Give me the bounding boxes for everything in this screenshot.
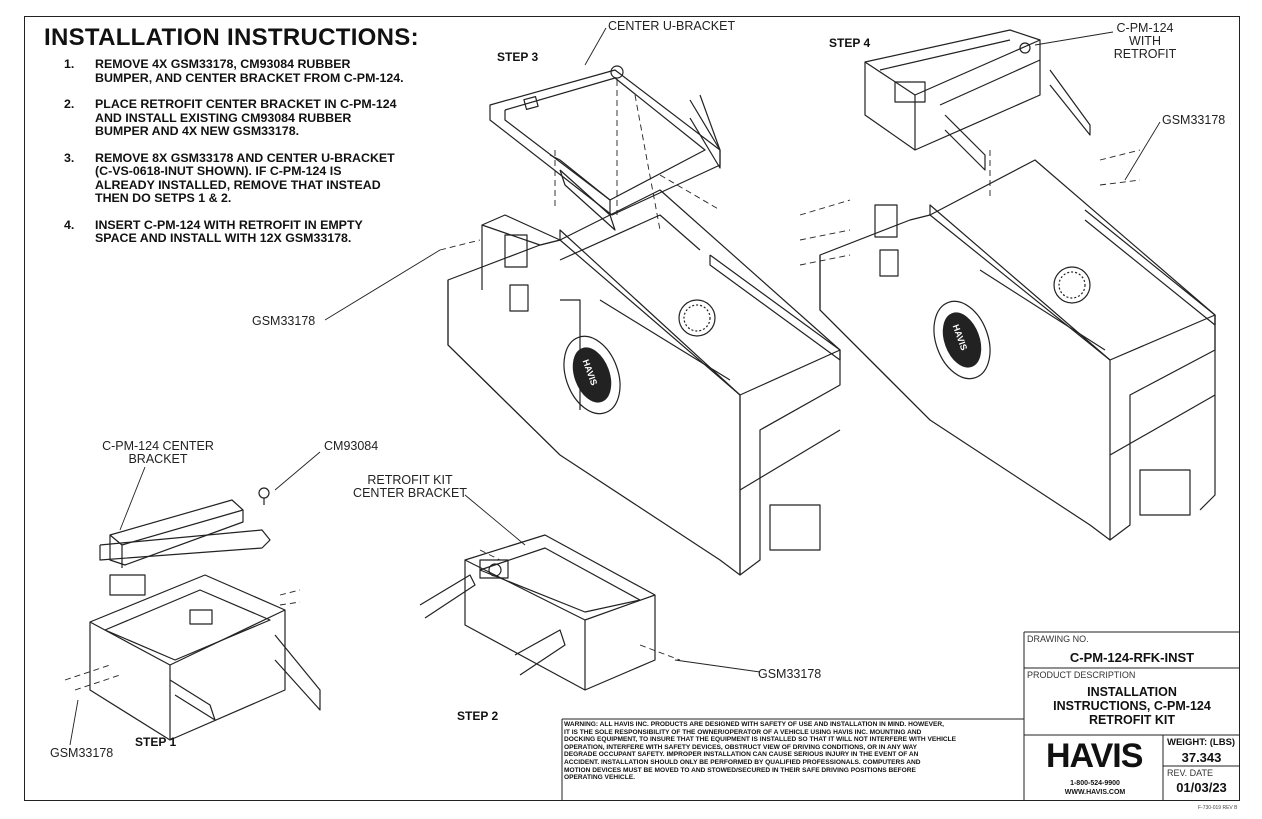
company-phone: 1-800-524-9900 — [1070, 780, 1120, 787]
step4-alignment-lines — [799, 149, 1141, 266]
havis-logo: HAVIS — [1046, 737, 1143, 775]
callout-gsm-step3: GSM33178 — [252, 314, 316, 328]
callout-gsm-step4: GSM33178 — [1162, 113, 1226, 127]
leader-gsm-step1 — [69, 699, 79, 746]
instruction-list: 1.REMOVE 4X GSM33178, CM93084 RUBBER BUM… — [64, 57, 484, 259]
drawing-no-label: DRAWING NO. — [1027, 634, 1089, 644]
step2-tray — [419, 534, 656, 691]
step4-label: STEP 4 — [829, 36, 871, 50]
instruction-item: 2.PLACE RETROFIT CENTER BRACKET IN C-PM-… — [64, 97, 397, 138]
instruction-item: 3.REMOVE 8X GSM33178 AND CENTER U-BRACKE… — [64, 150, 395, 205]
leader-gsm-step4 — [1124, 121, 1161, 181]
form-number: F-730-019 REV B — [1198, 805, 1238, 811]
callout-cpm124-retrofit: C-PM-124 WITH RETROFIT — [1113, 21, 1177, 61]
step4-console-housing — [819, 159, 1216, 541]
step4-cpm124-module — [864, 29, 1091, 171]
step2-alignment-lines — [479, 549, 681, 661]
rev-date-label: REV. DATE — [1167, 768, 1214, 778]
callout-center-u-bracket: CENTER U-BRACKET — [608, 19, 736, 33]
step1-tray — [89, 574, 321, 741]
callout-cpm124-center-bracket: C-PM-124 CENTER BRACKET — [102, 439, 214, 466]
step1-alignment-lines — [64, 589, 301, 691]
safety-warning: WARNING: ALL HAVIS INC. PRODUCTS ARE DES… — [564, 721, 957, 782]
callout-gsm-step1: GSM33178 — [50, 746, 114, 760]
leader-cpm124-retrofit — [1034, 31, 1114, 46]
company-website: WWW.HAVIS.COM — [1064, 789, 1126, 796]
drawing-border — [24, 16, 1240, 801]
product-description: INSTALLATION INSTRUCTIONS, C-PM-124 RETR… — [1053, 685, 1211, 727]
leader-gsm-step3 — [324, 249, 441, 321]
step3-alignment-lines — [439, 80, 721, 251]
rev-date: 01/03/23 — [1176, 780, 1227, 795]
step3-center-u-bracket — [489, 65, 721, 231]
callout-gsm-step2: GSM33178 — [758, 667, 822, 681]
leader-retrofit-kit-bracket — [464, 494, 526, 546]
leader-cm93084 — [274, 451, 321, 491]
weight-value: 37.343 — [1181, 750, 1222, 765]
step1-label: STEP 1 — [135, 735, 177, 749]
drawing-no: C-PM-124-RFK-INST — [1069, 650, 1195, 665]
step1-center-bracket — [99, 487, 271, 596]
product-description-label: PRODUCT DESCRIPTION — [1027, 670, 1136, 680]
step2-label: STEP 2 — [457, 709, 499, 723]
leader-center-u-bracket — [584, 27, 607, 66]
weight-label: WEIGHT: (LBS) — [1167, 737, 1236, 748]
leader-gsm-step2 — [674, 659, 761, 673]
callout-cm93084: CM93084 — [324, 439, 379, 453]
step3-console-housing — [447, 189, 841, 576]
step3-label: STEP 3 — [497, 50, 539, 64]
instruction-item: 1.REMOVE 4X GSM33178, CM93084 RUBBER BUM… — [64, 57, 404, 85]
page-title: INSTALLATION INSTRUCTIONS: — [44, 24, 419, 51]
leader-cpm124-center-bracket — [119, 466, 146, 531]
instruction-item: 4.INSERT C-PM-124 WITH RETROFIT IN EMPTY… — [64, 217, 363, 245]
title-block-lines — [561, 631, 1240, 801]
callout-retrofit-kit-bracket: RETROFIT KIT CENTER BRACKET — [353, 473, 467, 500]
